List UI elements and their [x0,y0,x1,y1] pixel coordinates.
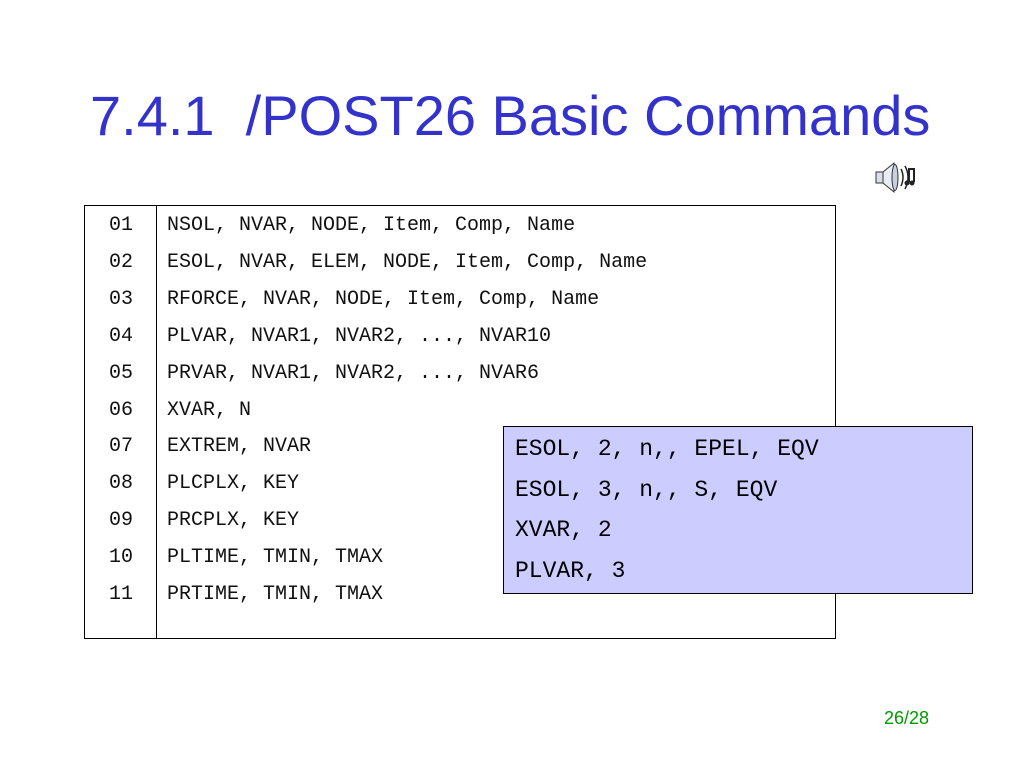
row-number: 01 [108,214,133,237]
example-line: XVAR, 2 [515,517,612,543]
command-text: PRVAR, NVAR1, NVAR2, ..., NVAR6 [167,362,540,385]
row-number: 06 [108,399,133,422]
command-text: PLTIME, TMIN, TMAX [167,546,384,569]
row-number: 04 [108,325,133,348]
speaker-icon[interactable] [874,160,918,196]
line-number-column [85,206,157,638]
row-number: 05 [108,362,133,385]
row-number: 02 [108,251,133,274]
command-text: RFORCE, NVAR, NODE, Item, Comp, Name [167,288,600,311]
command-text: PLVAR, NVAR1, NVAR2, ..., NVAR10 [167,325,552,348]
command-text: PLCPLX, KEY [167,472,300,495]
command-text: EXTREM, NVAR [167,435,312,458]
command-text: XVAR, N [167,399,252,422]
command-text: PRCPLX, KEY [167,509,300,532]
row-number: 08 [108,472,133,495]
example-commands-box: ESOL, 2, n,, EPEL, EQV ESOL, 3, n,, S, E… [503,426,973,594]
row-number: 09 [108,509,133,532]
example-line: PLVAR, 3 [515,558,626,584]
command-table: 01 NSOL, NVAR, NODE, Item, Comp, Name 02… [84,205,836,639]
command-text: ESOL, NVAR, ELEM, NODE, Item, Comp, Name [167,251,648,274]
command-text: NSOL, NVAR, NODE, Item, Comp, Name [167,214,576,237]
row-number: 07 [108,435,133,458]
example-line: ESOL, 3, n,, S, EQV [515,477,778,503]
page-number: 26/28 [884,708,930,728]
slide-title: 7.4.1 /POST26 Basic Commands [90,84,931,147]
command-text: PRTIME, TMIN, TMAX [167,583,384,606]
row-number: 10 [108,546,133,569]
row-number: 11 [108,583,133,606]
example-line: ESOL, 2, n,, EPEL, EQV [515,436,819,462]
row-number: 03 [108,288,133,311]
